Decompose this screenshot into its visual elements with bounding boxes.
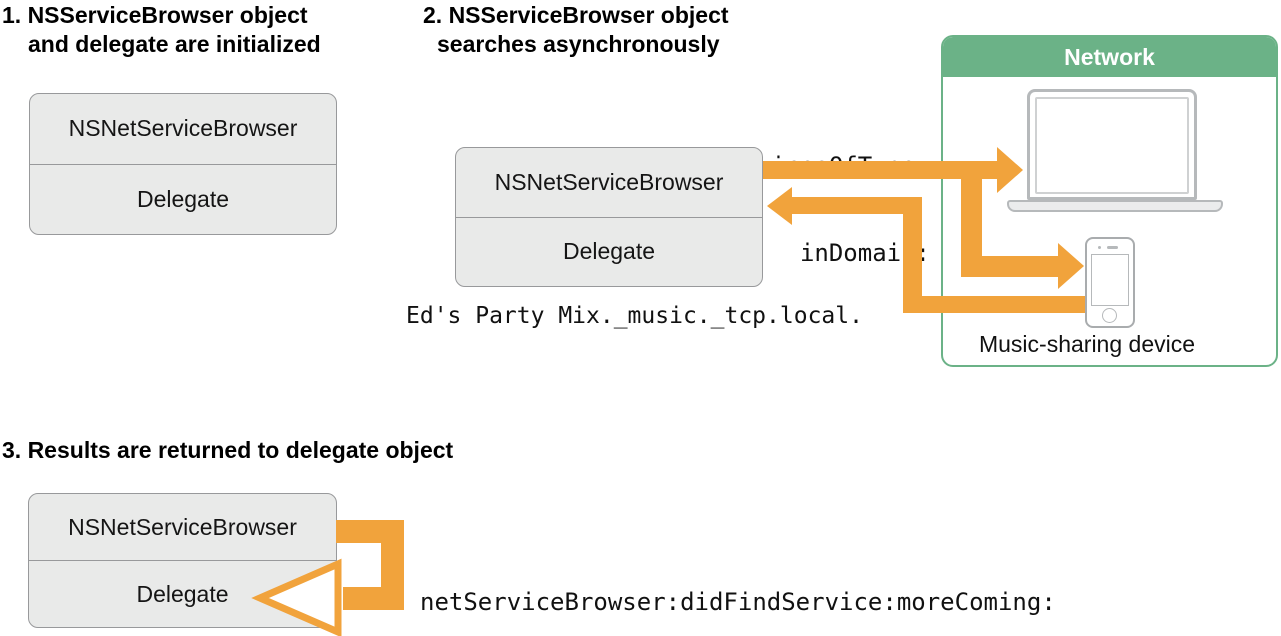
step2-title-line1: 2. NSServiceBrowser object <box>423 2 729 28</box>
laptop-display <box>1035 97 1189 194</box>
phone-screen <box>1091 254 1129 306</box>
service-result-text: Ed's Party Mix._music._tcp.local. <box>406 303 863 329</box>
step2-title-line2: searches asynchronously <box>437 31 720 57</box>
laptop-base <box>1007 200 1223 212</box>
step2-delegate-label: Delegate <box>456 216 762 287</box>
step3-nsnetservicebrowser-label: NSNetServiceBrowser <box>68 513 297 540</box>
step1-browser-box: NSNetServiceBrowser Delegate <box>29 93 337 235</box>
phone-home-button <box>1102 308 1117 323</box>
step1-title-line2: and delegate are initialized <box>28 31 321 57</box>
delegate-method-line: netServiceBrowser:didFindService:moreCom… <box>420 588 1056 616</box>
network-panel-header: Network <box>943 37 1276 77</box>
phone-speaker-slit <box>1107 246 1118 249</box>
laptop-icon <box>1027 89 1197 200</box>
step3-browser-box: NSNetServiceBrowser Delegate <box>28 493 337 628</box>
step3-delegate-label: Delegate <box>29 560 336 627</box>
network-title: Network <box>1064 43 1155 70</box>
delegate-methods-text: netServiceBrowser:didFindService:moreCom… <box>420 517 1085 636</box>
phone-camera-dot <box>1098 246 1101 249</box>
music-sharing-device-label: Music-sharing device <box>978 331 1196 357</box>
step3-title: 3. Results are returned to delegate obje… <box>2 437 454 463</box>
step2-nsnetservicebrowser-label: NSNetServiceBrowser <box>494 168 724 195</box>
step1-nsnetservicebrowser-label: NSNetServiceBrowser <box>68 115 298 142</box>
step2-browser-box: NSNetServiceBrowser Delegate <box>455 147 763 287</box>
step1-title-line1: 1. NSServiceBrowser object <box>2 2 308 28</box>
phone-icon <box>1085 237 1135 328</box>
step1-delegate-label: Delegate <box>30 163 336 235</box>
